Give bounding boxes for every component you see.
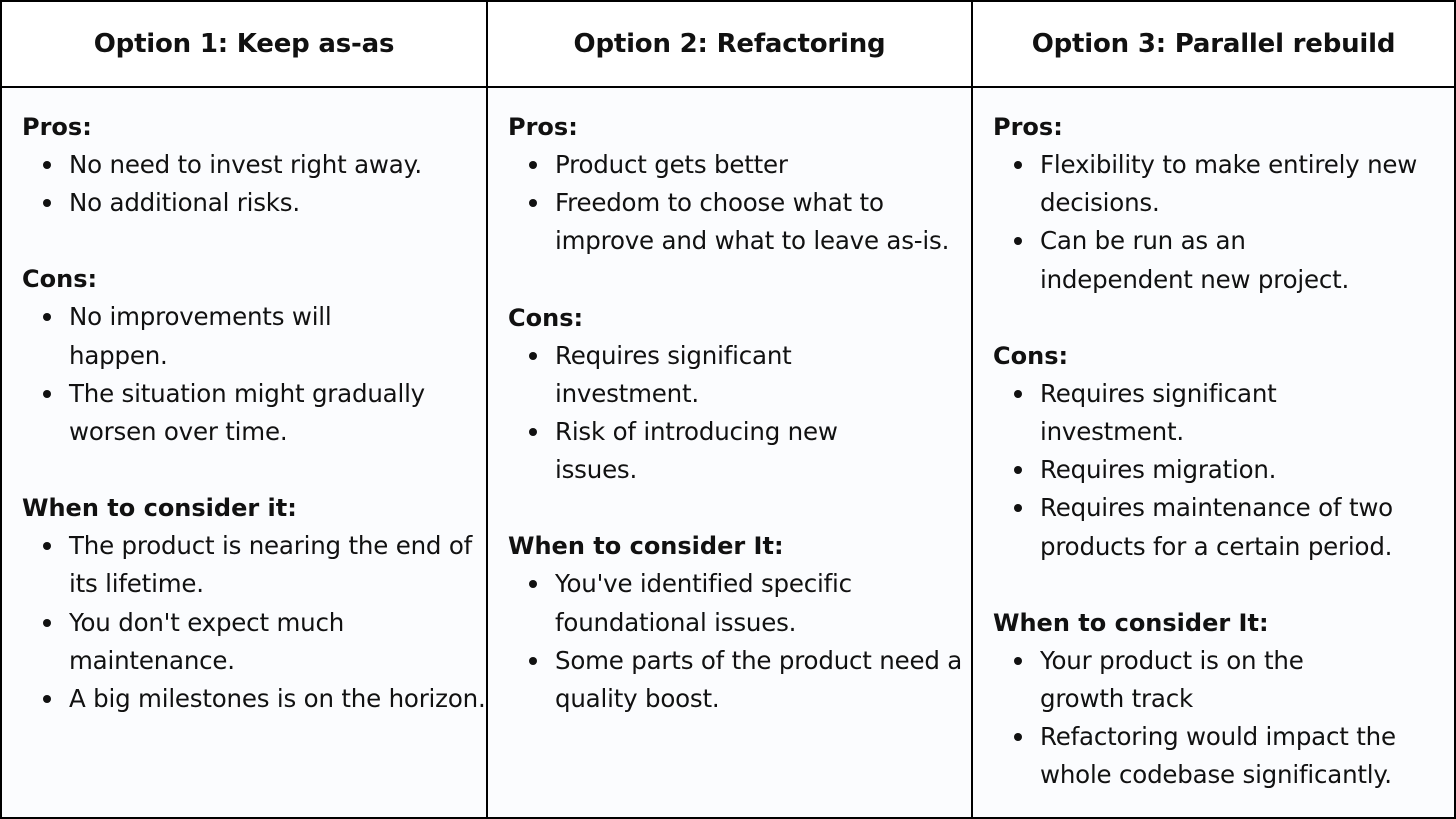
- list-item-text: Requires migration.: [1040, 455, 1277, 485]
- list-item-text: No need to invest right away.: [69, 150, 422, 179]
- bullet-icon: [43, 313, 51, 322]
- bullet-icon: [43, 161, 51, 169]
- cons-heading: Cons:: [508, 303, 584, 332]
- pros-heading: Pros:: [993, 113, 1063, 141]
- list-item-text: Risk of introducing new issues.: [555, 417, 838, 485]
- list-item: You don't expect much maintenance.: [22, 604, 486, 680]
- bullet-icon: [43, 618, 51, 627]
- list-item: Requires migration.: [993, 451, 1454, 489]
- list-item-text: Some parts of the product need a quality…: [555, 645, 963, 714]
- list-item-text: The product is nearing the end of its li…: [69, 531, 473, 599]
- column-header-option-3: Option 3: Parallel rebuild: [971, 2, 1454, 86]
- bullet-icon: [529, 580, 537, 589]
- list-item-text: Flexibility to make entirely new decisio…: [1040, 150, 1418, 218]
- body-row: Pros: No need to invest right away. No a…: [2, 88, 1454, 817]
- list-item: The situation might gradually worsen ove…: [22, 375, 486, 451]
- list-item: Product gets better: [508, 146, 971, 184]
- list-item-text: Requires maintenance of two products for…: [1040, 493, 1393, 561]
- list-item-text: Can be run as an independent new project…: [1040, 226, 1350, 294]
- list-item-text: Your product is on the growth track: [1040, 645, 1304, 714]
- bullet-icon: [43, 695, 51, 704]
- list-item-text: Requires significant investment.: [555, 340, 792, 408]
- list-item-text: Requires significant investment.: [1040, 378, 1277, 447]
- column-option-1: Pros: No need to invest right away. No a…: [2, 88, 486, 817]
- bullet-icon: [1014, 656, 1022, 665]
- bullet-icon: [1014, 504, 1022, 513]
- list-item-text: A big milestones is on the horizon.: [69, 684, 486, 714]
- bullet-icon: [1014, 733, 1022, 742]
- bullet-icon: [1014, 466, 1022, 475]
- list-item: Flexibility to make entirely new decisio…: [993, 146, 1454, 222]
- bullet-icon: [43, 542, 51, 551]
- list-item: The product is nearing the end of its li…: [22, 527, 486, 603]
- column-option-3: Pros: Flexibility to make entirely new d…: [971, 88, 1454, 817]
- when-to-consider-heading: When to consider it:: [22, 494, 297, 523]
- bullet-icon: [43, 199, 51, 208]
- list-item: Requires significant investment.: [508, 337, 971, 413]
- list-item: Risk of introducing new issues.: [508, 413, 971, 489]
- list-item: Refactoring would impact the whole codeb…: [993, 718, 1454, 794]
- bullet-icon: [43, 389, 51, 398]
- bullet-icon: [529, 161, 537, 169]
- list-item: No additional risks.: [22, 184, 486, 222]
- list-item: No improvements will happen.: [22, 298, 486, 374]
- pros-list: Flexibility to make entirely new decisio…: [993, 146, 1454, 299]
- list-item: You've identified specific foundational …: [508, 565, 971, 641]
- bullet-icon: [529, 656, 537, 665]
- list-item: Your product is on the growth track: [993, 642, 1454, 718]
- list-item-text: Refactoring would impact the whole codeb…: [1040, 722, 1396, 790]
- cons-list: Requires significant investment. Require…: [993, 375, 1454, 566]
- pros-heading: Pros:: [508, 113, 578, 141]
- list-item: A big milestones is on the horizon.: [22, 680, 486, 718]
- bullet-icon: [1014, 161, 1022, 169]
- cons-list: Requires significant investment. Risk of…: [508, 337, 971, 490]
- list-item-text: Product gets better: [555, 150, 788, 179]
- cons-heading: Cons:: [22, 265, 98, 294]
- cons-list: No improvements will happen. The situati…: [22, 298, 486, 451]
- list-item-text: You've identified specific foundational …: [555, 569, 852, 637]
- list-item-text: The situation might gradually worsen ove…: [69, 378, 425, 447]
- column-option-2: Pros: Product gets better Freedom to cho…: [486, 88, 971, 817]
- list-item: No need to invest right away.: [22, 146, 486, 184]
- when-to-consider-list: Your product is on the growth track Refa…: [993, 642, 1454, 795]
- list-item: Some parts of the product need a quality…: [508, 642, 971, 718]
- list-item-text: Freedom to choose what to improve and wh…: [555, 188, 950, 256]
- list-item: Can be run as an independent new project…: [993, 222, 1454, 298]
- column-header-option-2: Option 2: Refactoring: [486, 2, 971, 86]
- cons-heading: Cons:: [993, 341, 1069, 370]
- bullet-icon: [529, 428, 537, 437]
- list-item: Requires maintenance of two products for…: [993, 489, 1454, 565]
- pros-heading: Pros:: [22, 113, 92, 141]
- column-header-option-1: Option 1: Keep as-as: [93, 29, 395, 59]
- when-to-consider-heading: When to consider It:: [508, 532, 784, 561]
- bullet-icon: [529, 199, 537, 208]
- pros-list: Product gets better Freedom to choose wh…: [508, 146, 971, 261]
- bullet-icon: [1014, 389, 1022, 398]
- list-item-text: No improvements will happen.: [69, 302, 332, 370]
- list-item: Freedom to choose what to improve and wh…: [508, 184, 971, 260]
- list-item: Requires significant investment.: [993, 375, 1454, 451]
- list-item-text: You don't expect much maintenance.: [69, 607, 345, 675]
- when-to-consider-list: The product is nearing the end of its li…: [22, 527, 486, 718]
- when-to-consider-list: You've identified specific foundational …: [508, 565, 971, 718]
- pros-list: No need to invest right away. No additio…: [22, 146, 486, 222]
- bullet-icon: [1014, 237, 1022, 246]
- when-to-consider-heading: When to consider It:: [993, 608, 1269, 637]
- list-item-text: No additional risks.: [69, 188, 300, 218]
- bullet-icon: [529, 351, 537, 360]
- header-row: Option 1: Keep as-as Option 2: Refactori…: [2, 2, 1454, 88]
